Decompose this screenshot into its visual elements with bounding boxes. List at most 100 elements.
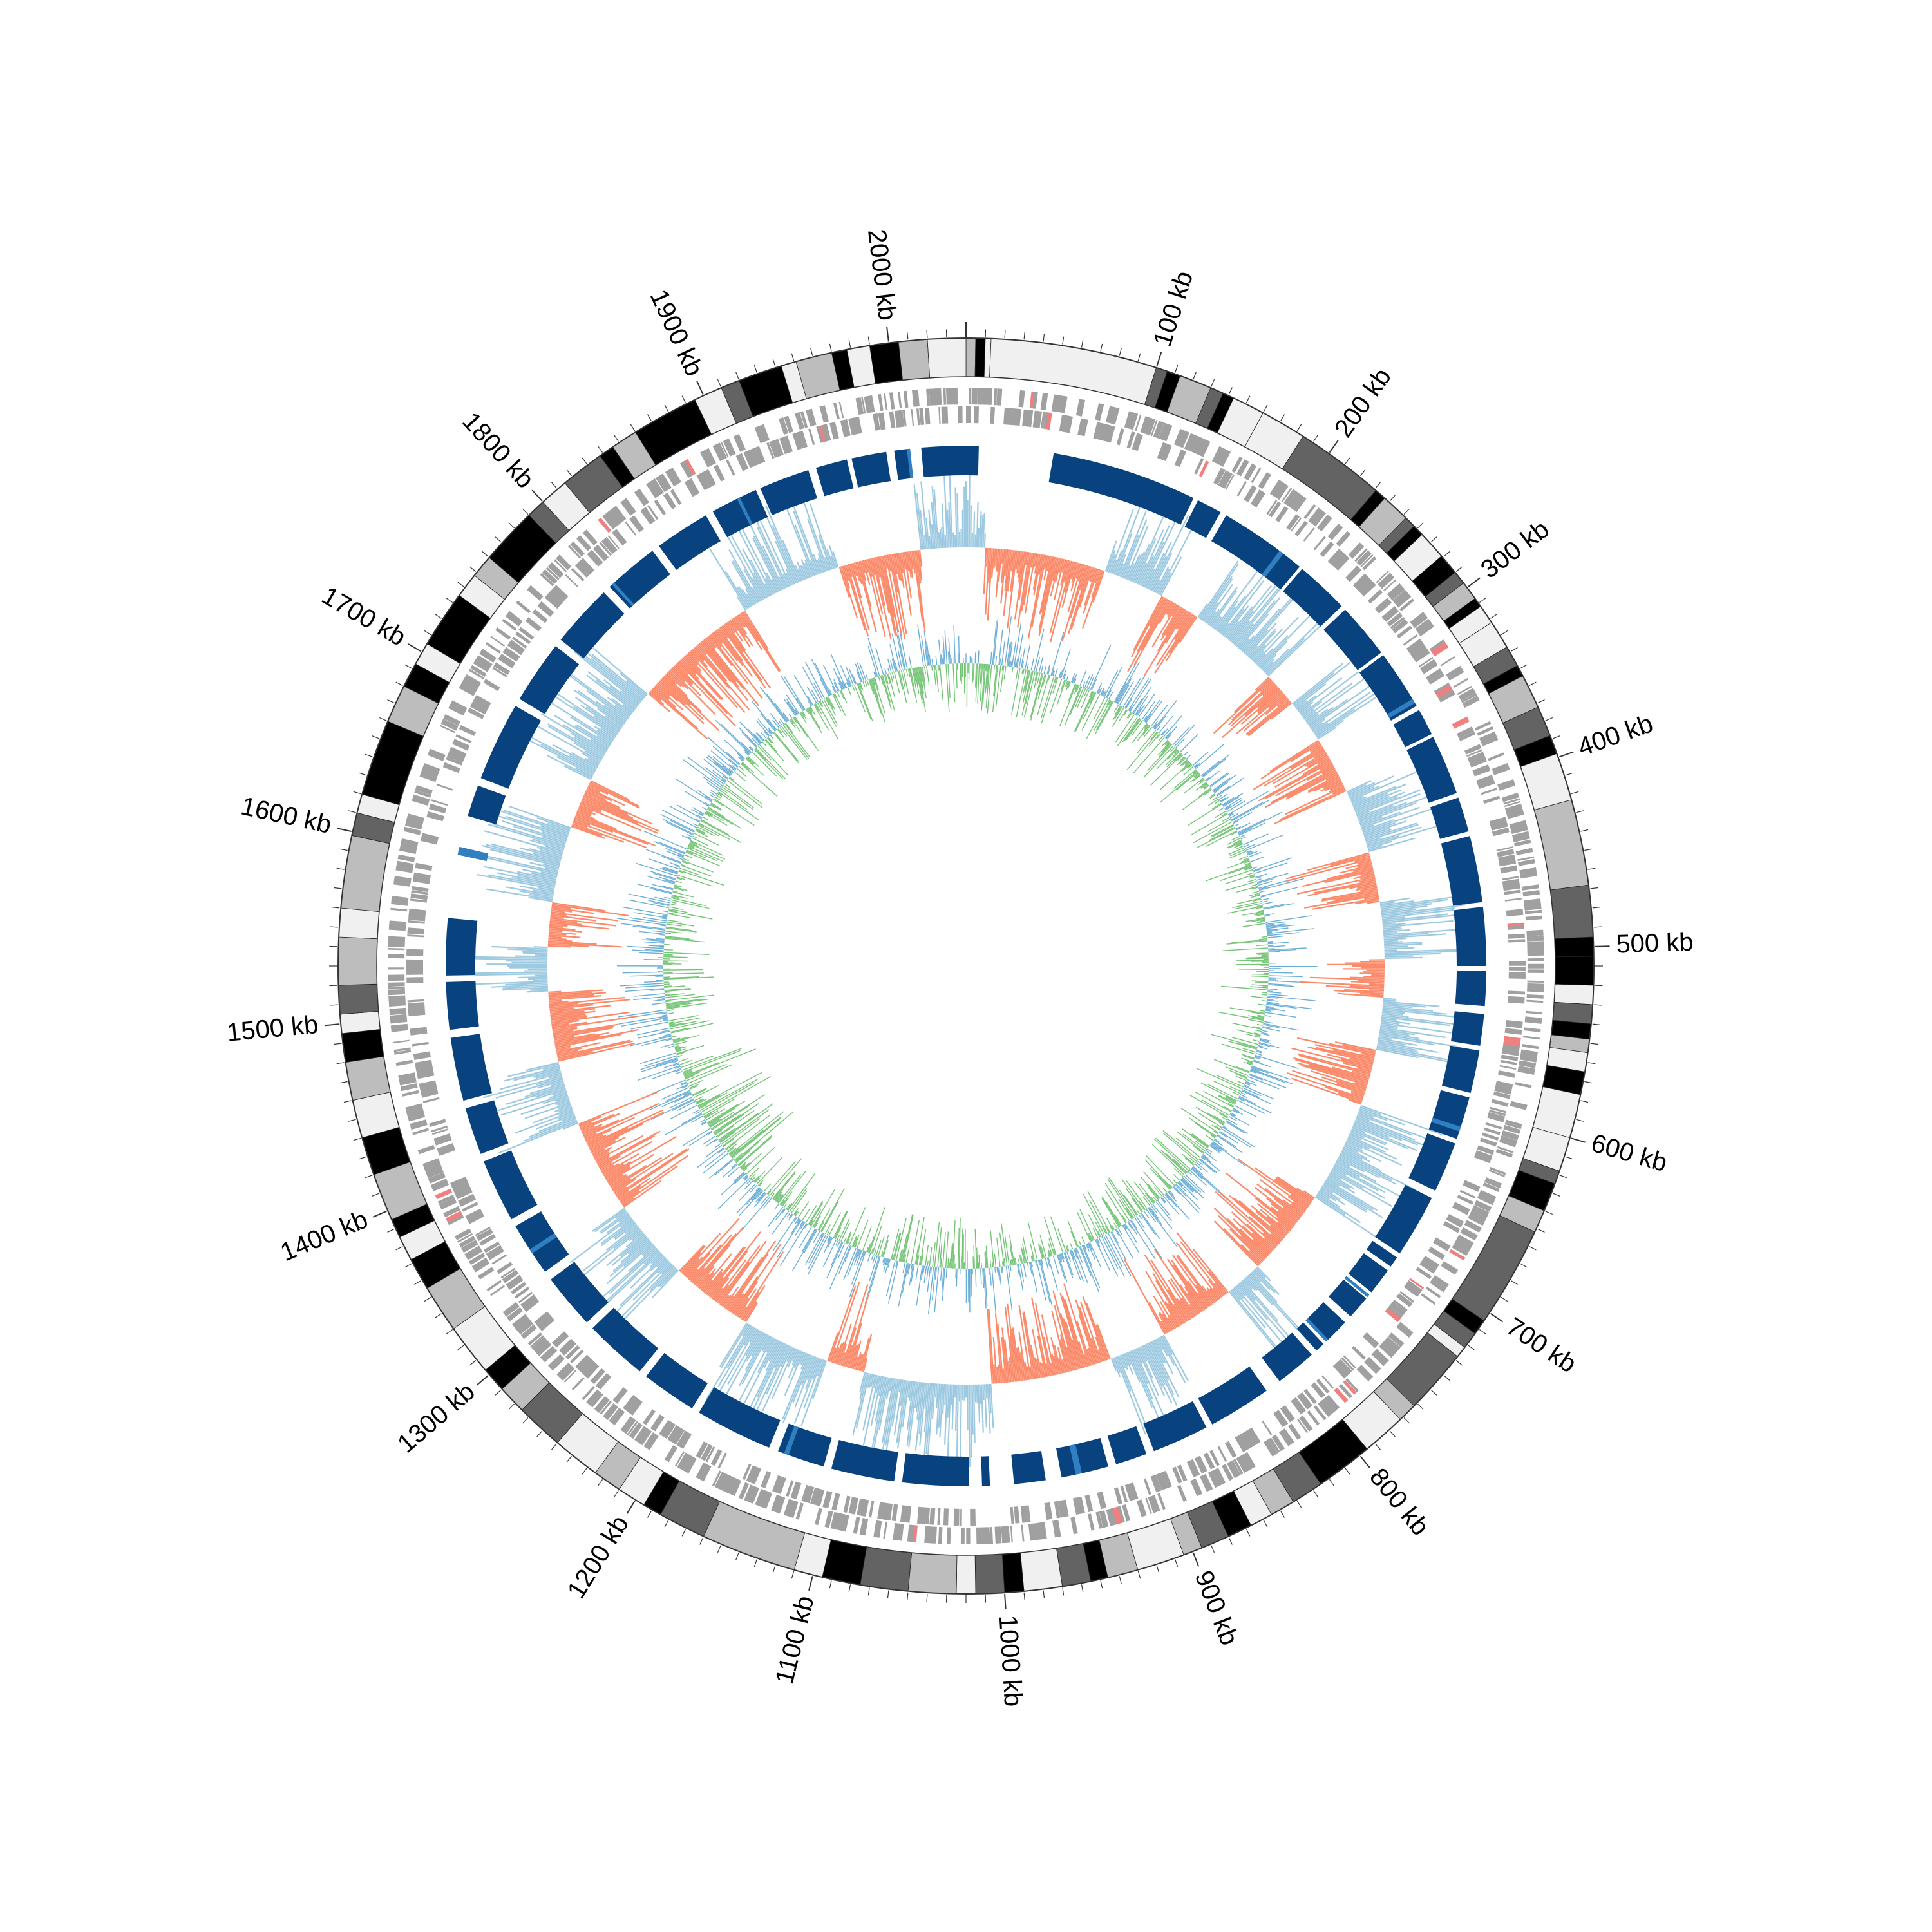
gc-skew-bar	[1296, 1037, 1376, 1056]
gene-feature	[623, 1418, 636, 1434]
gc-content-bar	[1009, 1235, 1015, 1265]
gc-skew-bar	[1136, 562, 1148, 585]
gc-content-bar	[1147, 1208, 1178, 1247]
gene-feature	[1502, 1049, 1519, 1056]
gc-content-bar	[1209, 1145, 1220, 1153]
gene-feature	[1343, 1380, 1357, 1395]
gc-content-bar	[777, 1194, 784, 1203]
gc-skew-bar	[511, 876, 556, 887]
gc-content-bar	[672, 1099, 695, 1112]
gc-content-bar	[1229, 1007, 1265, 1014]
gc-skew-bar	[1046, 556, 1052, 571]
gene-feature	[1345, 1378, 1359, 1392]
minor-tick	[387, 1228, 395, 1233]
gc-content-bar	[1106, 699, 1110, 705]
gene-feature	[687, 478, 700, 496]
gc-skew-bar	[976, 1384, 978, 1403]
gc-skew-bar	[1349, 786, 1375, 799]
gc-skew-bar	[578, 1115, 602, 1127]
gc-skew-bar	[1358, 1112, 1433, 1142]
gc-content-bar	[1258, 886, 1269, 890]
gc-content-bar	[934, 665, 936, 670]
gene-feature	[958, 406, 963, 424]
gene-feature	[1405, 1280, 1423, 1296]
gene-feature	[855, 397, 862, 415]
gc-skew-bar	[1368, 844, 1384, 851]
gc-skew-bar	[1076, 1320, 1092, 1366]
major-tick	[531, 489, 543, 502]
gc-skew-bar	[1127, 598, 1169, 672]
gc-content-bar	[659, 944, 665, 946]
gene-feature	[821, 424, 831, 442]
gc-skew-bar	[549, 919, 578, 923]
gc-content-bar	[1241, 1090, 1271, 1104]
gene-feature	[1524, 909, 1542, 914]
gc-skew-bar	[1092, 571, 1105, 603]
gc-content-bar	[652, 1068, 681, 1079]
gc-skew-bar	[1296, 876, 1376, 895]
gc-skew-bar	[596, 729, 614, 741]
gc-skew-bar	[506, 815, 569, 838]
gc-skew-bar	[896, 553, 902, 582]
gc-content-bar	[1119, 709, 1127, 721]
gc-content-bar	[1258, 1003, 1267, 1006]
gene-feature	[1244, 1430, 1256, 1446]
gene-feature	[1159, 443, 1168, 460]
gc-skew-bar	[1245, 698, 1289, 735]
gc-content-bar	[677, 804, 702, 819]
minor-tick	[829, 1580, 832, 1589]
gc-skew-bar	[1286, 770, 1337, 799]
gene-feature	[1198, 460, 1209, 477]
gc-content-bar	[663, 972, 705, 975]
gc-content-bar	[686, 850, 694, 855]
gc-skew-bar	[1091, 569, 1103, 598]
gc-content-bar	[978, 1255, 980, 1269]
gc-content-bar	[1179, 1180, 1198, 1200]
gc-content-bar	[646, 938, 665, 941]
gc-content-bar	[696, 1098, 707, 1105]
gc-skew-bar	[1383, 928, 1467, 936]
gc-content-bar	[1117, 685, 1130, 705]
gene-feature	[1481, 1132, 1499, 1141]
gc-content-bar	[674, 1046, 680, 1048]
gc-content-bar	[1242, 911, 1264, 916]
gc-skew-bar	[1220, 623, 1229, 634]
gc-skew-bar	[1306, 714, 1319, 723]
minor-tick	[1455, 1360, 1463, 1366]
gene-feature	[1362, 1332, 1379, 1349]
gc-content-bar	[1172, 1186, 1180, 1195]
contig-band	[1554, 936, 1595, 958]
gc-skew-bar	[584, 792, 653, 825]
gc-skew-bar	[1157, 526, 1194, 595]
gc-skew-bar	[1339, 1155, 1396, 1185]
secondary-block	[1069, 1444, 1083, 1475]
gc-skew-bar	[620, 1155, 689, 1203]
gc-content-bar	[1165, 1193, 1178, 1208]
gc-skew-bar	[1132, 1349, 1149, 1385]
gc-content-bar	[929, 1247, 933, 1267]
gc-skew-bar	[550, 913, 567, 916]
gc-content-bar	[1065, 680, 1068, 687]
gc-content-bar	[1244, 1061, 1253, 1066]
gc-skew-bar	[1143, 609, 1186, 677]
gene-feature	[1157, 1493, 1166, 1510]
gene-feature	[413, 872, 431, 879]
gc-content-bar	[898, 670, 907, 703]
gc-content-bar	[1151, 1144, 1185, 1176]
gc-skew-bar	[1325, 1179, 1378, 1211]
gc-skew-bar	[772, 526, 799, 583]
gc-skew-bar	[1217, 595, 1247, 632]
gene-feature	[1463, 698, 1479, 708]
gc-content-bar	[828, 696, 835, 710]
gc-content-bar	[1170, 746, 1176, 752]
major-tick	[336, 828, 352, 832]
gene-feature	[448, 1215, 464, 1226]
gc-content-bar	[729, 1111, 784, 1155]
gc-skew-bar	[886, 1379, 899, 1453]
gc-content-bar	[872, 677, 875, 685]
gene-feature	[750, 1486, 759, 1504]
gene-feature	[1456, 726, 1474, 739]
gene-feature	[916, 408, 920, 426]
gc-skew-bar	[1053, 1356, 1059, 1375]
gene-feature	[1025, 410, 1034, 428]
